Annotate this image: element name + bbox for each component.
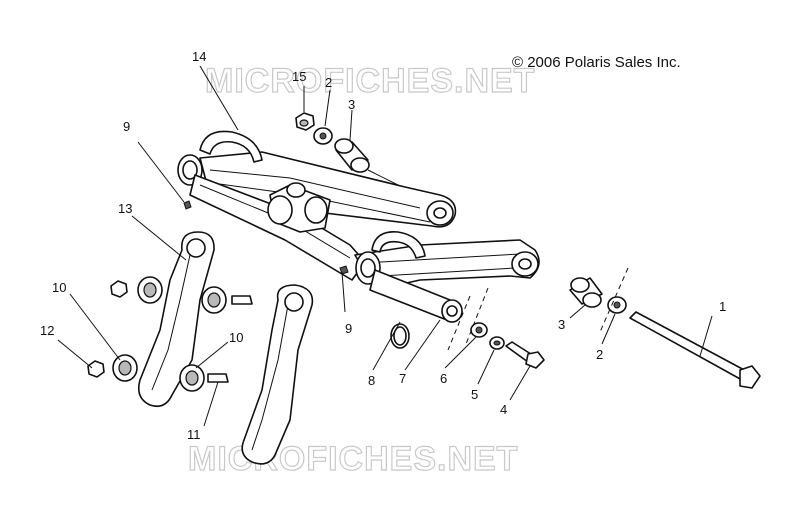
- callout-12: 12: [40, 323, 55, 338]
- upper-swing-arm: [177, 130, 457, 281]
- left-link-assembly: [87, 231, 253, 408]
- callout-15: 15: [292, 69, 307, 84]
- callout-3-right: 3: [558, 317, 566, 332]
- callout-10-left: 10: [52, 280, 67, 295]
- callout-2-top: 2: [325, 75, 333, 90]
- lower-swing-arm: [339, 231, 540, 323]
- callout-6: 6: [440, 371, 448, 386]
- leader-lines: [57, 65, 713, 427]
- callout-5: 5: [471, 387, 479, 402]
- callout-7: 7: [399, 371, 407, 386]
- callout-3-top: 3: [348, 97, 356, 112]
- callout-8: 8: [368, 373, 376, 388]
- watermark-top: MICROFICHES.NET: [204, 61, 536, 100]
- callout-14: 14: [192, 49, 207, 64]
- callout-13: 13: [118, 201, 133, 216]
- right-hardware: [569, 277, 761, 389]
- right-link: [241, 284, 314, 465]
- callout-1: 1: [719, 299, 727, 314]
- callout-2-right: 2: [596, 347, 604, 362]
- callout-10-right: 10: [229, 330, 244, 345]
- callout-4: 4: [500, 402, 508, 417]
- pivot-hardware: [390, 322, 545, 369]
- callout-9-upper: 9: [123, 119, 131, 134]
- callout-11: 11: [187, 427, 201, 442]
- copyright-notice: © 2006 Polaris Sales Inc.: [512, 54, 681, 71]
- callout-9-lower: 9: [345, 321, 353, 336]
- top-hardware: [183, 112, 370, 210]
